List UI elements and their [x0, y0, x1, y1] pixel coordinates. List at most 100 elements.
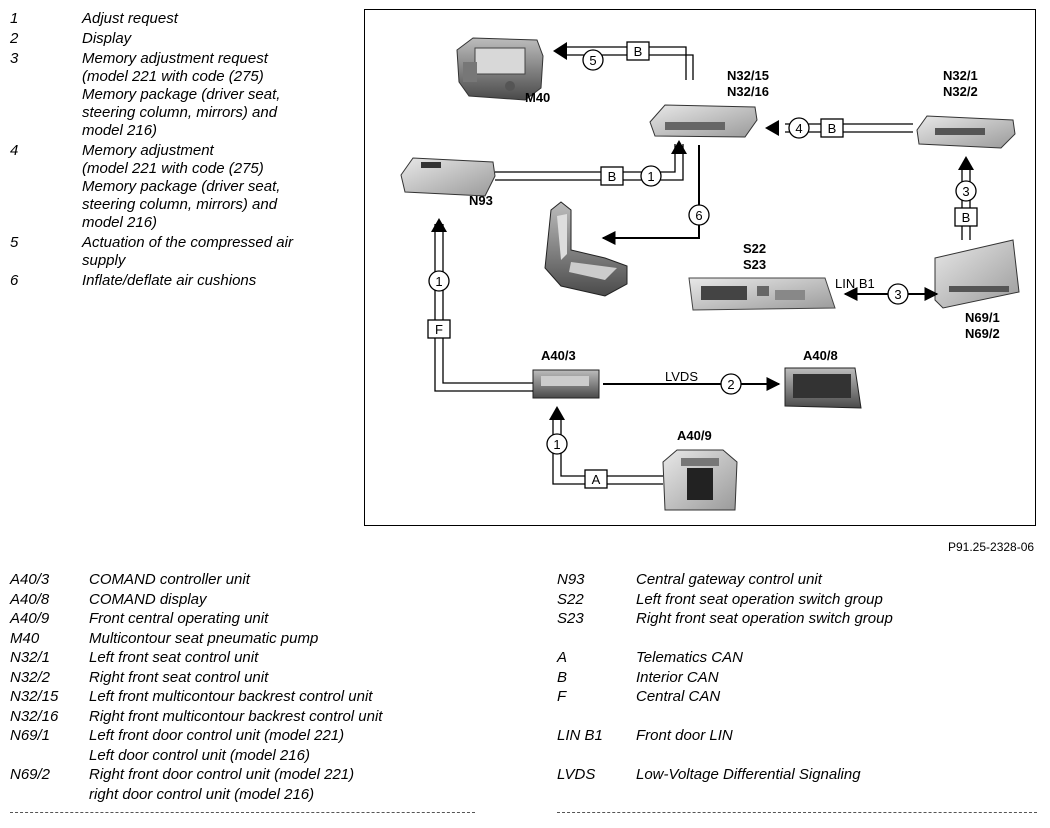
legend-desc: Central gateway control unit: [636, 571, 822, 588]
legend-desc: Right front door control unit (model 221…: [89, 766, 355, 803]
legend-code: F: [557, 688, 567, 705]
list-item: 6 Inflate/deflate air cushions: [10, 272, 350, 290]
list-item: 3 Memory adjustment request (model 221 wi…: [10, 50, 350, 140]
list-item: 4 Memory adjustment (model 221 with code …: [10, 142, 350, 232]
legend-code: N69/2: [10, 766, 51, 783]
legend-desc: Left front seat control unit: [89, 649, 259, 666]
list-item: 1 Adjust request: [10, 10, 350, 28]
label-n93: N93: [469, 193, 493, 208]
legend-code: A40/8: [10, 590, 50, 608]
label-n32-16: N32/16: [727, 84, 769, 99]
item-number: 1: [10, 10, 19, 27]
label-lvds: LVDS: [665, 369, 698, 384]
item-text: Inflate/deflate air cushions: [82, 272, 257, 289]
label-lin-b1: LIN B1: [835, 276, 875, 291]
legend-row: LIN B1 Front door LIN: [557, 726, 1037, 746]
legend-desc: COMAND display: [89, 590, 207, 608]
legend-code: N32/1: [10, 649, 51, 666]
legend-code: LVDS: [557, 766, 596, 783]
legend-desc: Left front multicontour backrest control…: [89, 688, 373, 705]
m40-pump: [456, 37, 544, 101]
seat-image: [544, 201, 628, 297]
legend-row: N32/2 Right front seat control unit: [10, 668, 480, 688]
item-text: Memory adjustment request (model 221 wit…: [82, 50, 281, 139]
circle-number: 1: [435, 274, 442, 289]
s22-switch-group: [688, 277, 836, 311]
circle-number: 3: [962, 184, 969, 199]
legend-desc: Right front seat control unit: [89, 668, 269, 686]
a40-3-controller: [532, 369, 600, 399]
legend-desc: Right front multicontour backrest contro…: [89, 707, 383, 725]
legend-desc: Right front seat operation switch group: [636, 610, 893, 627]
item-number: 5: [10, 234, 19, 251]
label-s22: S22: [743, 241, 766, 256]
item-text: Actuation of the compressed air supply: [82, 234, 293, 269]
divider: [10, 812, 475, 813]
legend-code: M40: [10, 629, 40, 647]
label-n32-15: N32/15: [727, 68, 769, 83]
circle-number: 1: [647, 169, 654, 184]
item-number: 6: [10, 272, 19, 289]
item-text: Memory adjustment (model 221 with code (…: [82, 142, 281, 231]
n32-15-module: [649, 104, 758, 138]
legend-row: N32/1 Left front seat control unit: [10, 648, 480, 668]
label-n32-1: N32/1: [943, 68, 978, 83]
legend-row: N69/2 Right front door control unit (mode…: [10, 765, 480, 804]
legend-row: N69/1 Left front door control unit (model…: [10, 726, 480, 765]
numbered-circles: 5 4 1 6 3 3 1 2 1: [428, 49, 977, 455]
label-s23: S23: [743, 257, 766, 272]
legend-code: S23: [557, 610, 584, 627]
bus-label-f: F: [435, 322, 443, 337]
bus-label-b: B: [828, 121, 837, 136]
circle-number: 5: [589, 53, 596, 68]
circle-number: 2: [727, 377, 734, 392]
item-text: Adjust request: [82, 10, 178, 27]
bus-label-b: B: [634, 44, 643, 59]
a40-9-operating-unit: [662, 449, 738, 511]
list-item: 5 Actuation of the compressed air supply: [10, 234, 350, 270]
legend-row: LVDS Low-Voltage Differential Signaling: [557, 765, 1037, 785]
legend-desc: Interior CAN: [636, 668, 719, 686]
n93-module: [400, 157, 496, 197]
label-n69-2: N69/2: [965, 326, 1000, 341]
legend-code: N69/1: [10, 727, 51, 744]
legend-desc: Left front door control unit (model 221)…: [89, 727, 345, 764]
legend-code: S22: [557, 590, 584, 608]
figure-id: P91.25-2328-06: [948, 540, 1035, 554]
label-n32-2: N32/2: [943, 84, 978, 99]
legend-desc: COMAND controller unit: [89, 571, 250, 588]
legend-row: S23 Right front seat operation switch gro…: [557, 609, 1037, 629]
circle-number: 6: [695, 208, 702, 223]
bus-label-b: B: [608, 169, 617, 184]
item-text: Display: [82, 30, 132, 47]
circle-number: 4: [795, 121, 802, 136]
legend-desc: Low-Voltage Differential Signaling: [636, 766, 861, 783]
legend-desc: Multicontour seat pneumatic pump: [89, 629, 319, 647]
legend-row: A40/8 COMAND display: [10, 590, 480, 610]
item-number: 4: [10, 142, 19, 159]
bus-label-a: A: [592, 472, 601, 487]
label-n69-1: N69/1: [965, 310, 1000, 325]
legend-code: LIN B1: [557, 727, 603, 744]
legend-spacer: [557, 629, 1037, 649]
legend-desc: Telematics CAN: [636, 649, 743, 666]
legend-row: M40 Multicontour seat pneumatic pump: [10, 629, 480, 649]
legend-code: N32/2: [10, 668, 51, 686]
legend-spacer: [557, 707, 1037, 727]
divider: [557, 812, 1037, 813]
legend-desc: Front door LIN: [636, 727, 733, 744]
bus-label-b: B: [962, 210, 971, 225]
bus-letter-boxes: B B B B F A: [427, 41, 978, 489]
legend-code: N93: [557, 571, 585, 588]
a40-8-display: [784, 367, 862, 409]
item-number: 3: [10, 50, 19, 67]
label-a40-9: A40/9: [677, 428, 712, 443]
label-a40-3: A40/3: [541, 348, 576, 363]
